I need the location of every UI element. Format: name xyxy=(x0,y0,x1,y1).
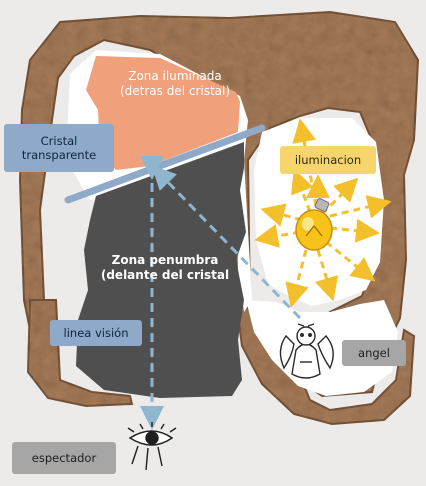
angel-figure-icon xyxy=(279,323,334,379)
eye-icon xyxy=(127,422,177,471)
penumbra-zone-label: Zona penumbra (delante del cristal xyxy=(100,246,230,290)
illumination-label: iluminacion xyxy=(280,146,376,174)
sight-line-diagonal xyxy=(151,165,302,320)
rock-wall xyxy=(18,10,420,398)
glass-label-line1: Cristal xyxy=(40,133,78,148)
light-bulb-icon xyxy=(295,198,333,251)
angel-label: angel xyxy=(342,340,406,366)
lit-zone-subtitle: (detras del cristal) xyxy=(119,84,231,98)
penumbra-zone-title: Zona penumbra xyxy=(111,253,219,267)
lit-zone xyxy=(86,56,240,170)
lit-zone-label: Zona iluminada (detras del cristal) xyxy=(100,62,250,106)
viewer-label: espectador xyxy=(12,442,116,474)
lit-zone-title: Zona iluminada xyxy=(128,69,222,83)
glass-pane xyxy=(64,124,266,204)
glass-label: Cristal transparente xyxy=(4,124,114,172)
penumbra-zone-subtitle: (delante del cristal xyxy=(100,268,230,282)
sight-line-label: linea visión xyxy=(50,320,142,346)
glass-label-line2: transparente xyxy=(21,148,97,162)
